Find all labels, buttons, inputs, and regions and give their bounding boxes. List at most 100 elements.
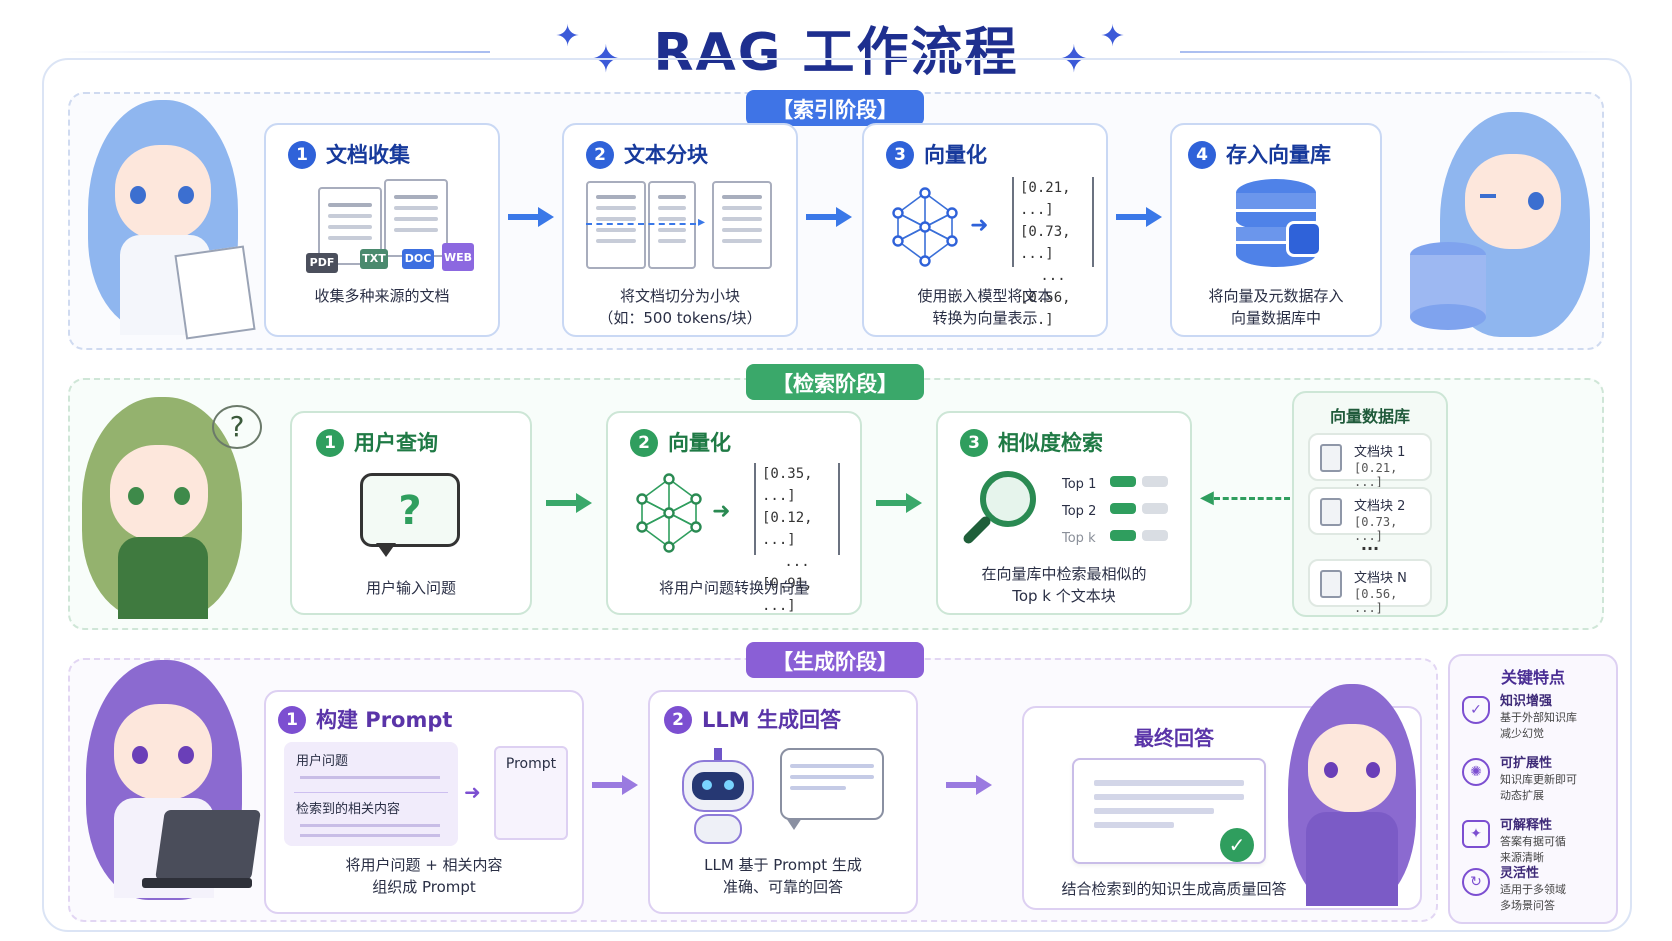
title-line-right <box>1180 51 1610 53</box>
document-icon <box>648 181 696 269</box>
step-title: LLM 生成回答 <box>702 708 841 732</box>
top-label: Top 1 <box>1062 477 1097 492</box>
prompt-inputs-box: 用户问题 检索到的相关内容 <box>284 742 458 846</box>
step-title: 向量化 <box>668 431 731 455</box>
step-number: 2 <box>664 706 692 734</box>
retrieval-stage-label: 【检索阶段】 <box>746 364 924 400</box>
step-number: 3 <box>960 429 988 457</box>
character-blue-left <box>70 100 260 340</box>
title-line-left <box>60 51 490 53</box>
arrow-right-icon: ➜ <box>464 780 481 804</box>
vector-database-panel: 向量数据库 文档块 1 [0.21, ...] 文档块 2 [0.73, ...… <box>1292 391 1448 617</box>
feature-item: ↻ 灵活性 适用于多领域 多场景问答 <box>1462 862 1612 920</box>
feature-desc: 基于外部知识库 <box>1500 711 1577 724</box>
txt-badge: TXT <box>360 249 388 269</box>
step-caption: 准确、可靠的回答 <box>722 878 843 896</box>
step-caption: LLM 基于 Prompt 生成 <box>704 856 862 874</box>
step-title: 用户查询 <box>354 431 438 455</box>
prompt-box: Prompt <box>494 746 568 840</box>
vector-value: [0.12, ...] <box>762 510 813 548</box>
document-icon <box>712 181 772 269</box>
database-ellipsis: ... <box>1360 535 1380 554</box>
neural-network-icon <box>636 473 702 553</box>
vector-value: [0.91, ...] <box>762 576 813 614</box>
speech-bubble-icon <box>780 748 884 820</box>
database-item-name: 文档块 2 <box>1354 499 1406 514</box>
key-features-panel: 关键特点 ✓ 知识增强 基于外部知识库 减少幻觉 ✺ 可扩展性 知识库更新即可 … <box>1448 654 1618 924</box>
vector-value: [0.35, ...] <box>762 466 813 504</box>
feature-title: 可扩展性 <box>1500 756 1553 771</box>
document-icon <box>1320 570 1342 598</box>
step-title: 文档收集 <box>326 143 410 167</box>
character-purple-left <box>72 660 262 912</box>
arrow-right-icon <box>508 207 554 227</box>
step-caption: 将用户问题转换为向量 <box>658 579 809 597</box>
arrow-right-icon <box>946 775 992 795</box>
feature-title: 灵活性 <box>1500 866 1540 881</box>
vector-list: [0.21, ...] [0.73, ...] ... [0.56, ...] <box>1012 177 1094 328</box>
top-label: Top k <box>1062 531 1096 546</box>
dashed-arrow-left: ◀ <box>1200 488 1290 508</box>
step-title: 存入向量库 <box>1226 143 1331 167</box>
features-title: 关键特点 <box>1500 668 1565 687</box>
step-caption: 结合检索到的知识生成高质量回答 <box>1061 880 1287 898</box>
feature-item: ✦ 可解释性 答案有据可循 来源清晰 <box>1462 814 1612 872</box>
shield-check-icon: ✓ <box>1462 696 1490 724</box>
bubble-tail <box>376 543 396 557</box>
arrow-right-icon <box>876 493 922 513</box>
arrow-right-icon <box>1116 207 1162 227</box>
bubble-tail <box>786 818 802 830</box>
generation-stage-label: 【生成阶段】 <box>746 642 924 678</box>
generation-step-2-card: 2 LLM 生成回答 LLM 基于 Prompt 生成 准确、可靠的回答 <box>648 690 918 914</box>
step-caption: 将用户问题 + 相关内容 <box>345 856 503 874</box>
step-caption: 收集多种来源的文档 <box>314 287 450 305</box>
web-badge: WEB <box>442 243 474 271</box>
step-number: 2 <box>630 429 658 457</box>
step-caption: 向量数据库中 <box>1230 309 1321 327</box>
check-icon: ✓ <box>1220 828 1254 862</box>
divider <box>294 792 448 793</box>
refresh-icon: ↻ <box>1462 868 1490 896</box>
step-number: 3 <box>886 141 914 169</box>
sparkle-icon: ✦ <box>555 19 581 54</box>
feature-item: ✓ 知识增强 基于外部知识库 减少幻觉 <box>1462 690 1612 748</box>
feature-title: 知识增强 <box>1500 694 1553 709</box>
laptop-base <box>142 878 252 888</box>
step-caption: （如：500 tokens/块） <box>598 309 762 327</box>
character-purple-right <box>1282 684 1422 908</box>
step-caption: 在向量库中检索最相似的 <box>981 565 1147 583</box>
vector-value: [0.21, ...] <box>1020 180 1071 218</box>
step-title: 相似度检索 <box>998 431 1103 455</box>
slider-line <box>300 834 440 837</box>
laptop-icon <box>155 810 261 880</box>
question-bubble-icon: ? <box>360 473 460 547</box>
database-item: 文档块 2 [0.73, ...] <box>1308 487 1432 543</box>
thought-bubble-icon: ? <box>212 405 262 449</box>
arrow-right-icon <box>546 493 592 513</box>
step-number: 4 <box>1188 141 1216 169</box>
arrow-right-icon: ➜ <box>712 499 731 524</box>
arrow-right-icon <box>592 775 638 795</box>
feature-desc: 知识库更新即可 <box>1500 773 1577 786</box>
step-caption: 转换为向量表示 <box>932 309 1038 327</box>
sparkle-icon: ✦ <box>1462 820 1490 848</box>
feature-desc: 适用于多领域 <box>1500 883 1566 896</box>
step-title: 文本分块 <box>624 143 708 167</box>
prompt-input-label: 用户问题 <box>296 754 349 769</box>
page-title: RAG 工作流程 <box>653 23 1019 83</box>
step-caption: 组织成 Prompt <box>372 878 476 896</box>
database-item-name: 文档块 N <box>1354 571 1407 586</box>
robot-icon <box>674 748 762 848</box>
pdf-badge: PDF <box>306 253 338 273</box>
top-label: Top 2 <box>1062 504 1097 519</box>
database-item-vector: [0.56, ...] <box>1354 587 1398 615</box>
step-number: 1 <box>316 429 344 457</box>
network-icon: ✺ <box>1462 758 1490 786</box>
database-item-vector: [0.73, ...] <box>1354 515 1398 543</box>
feature-desc: 答案有据可循 <box>1500 835 1566 848</box>
step-number: 2 <box>586 141 614 169</box>
final-answer-card: 最终回答 ✓ 结合检索到的知识生成高质量回答 <box>1022 684 1422 910</box>
